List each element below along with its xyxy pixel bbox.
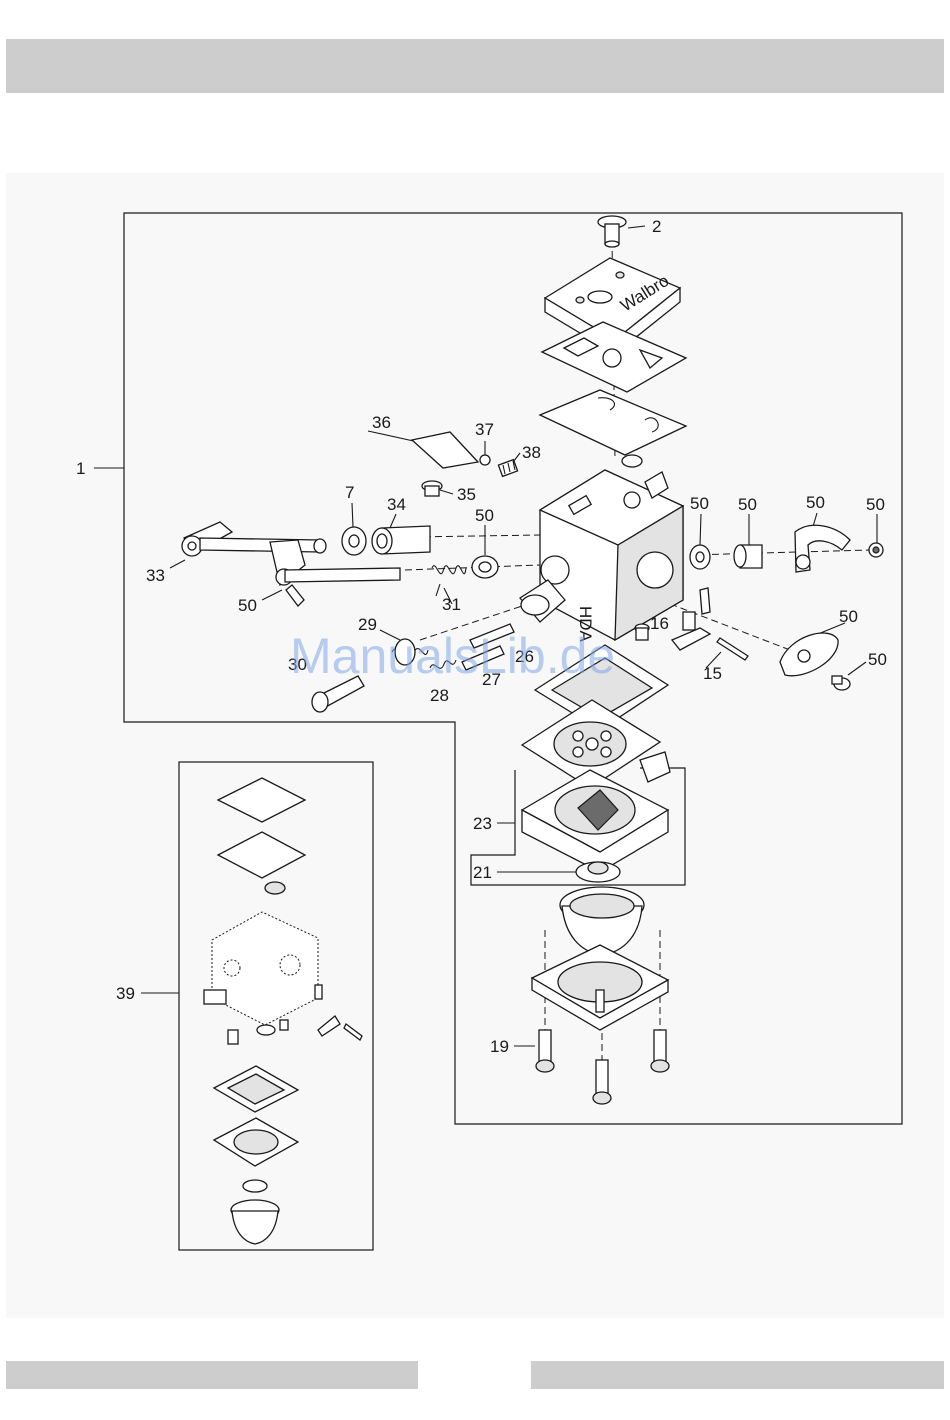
part-38-spring bbox=[498, 460, 517, 477]
callout-35: 35 bbox=[457, 485, 476, 504]
part-34-bushing bbox=[372, 526, 430, 554]
callout-50-h: 50 bbox=[868, 650, 887, 669]
callout-50-a: 50 bbox=[475, 506, 494, 525]
part-50-washer bbox=[472, 556, 498, 578]
primer-base-plate bbox=[532, 945, 668, 1030]
callout-50-f: 50 bbox=[238, 596, 257, 615]
part-7-washer bbox=[342, 527, 366, 555]
callout-15: 15 bbox=[703, 664, 722, 683]
part-50-nut bbox=[869, 543, 883, 557]
callout-19: 19 bbox=[490, 1037, 509, 1056]
part-50-right-washer bbox=[690, 545, 710, 569]
callout-23: 23 bbox=[473, 814, 492, 833]
callout-36: 36 bbox=[372, 413, 391, 432]
callout-50-d: 50 bbox=[806, 493, 825, 512]
pump-gaskets bbox=[540, 322, 686, 467]
part-2-cover-screw bbox=[598, 216, 626, 247]
part-35-screw bbox=[422, 481, 442, 496]
callout-39: 39 bbox=[116, 984, 135, 1003]
part-21-valve bbox=[576, 862, 620, 882]
callout-37: 37 bbox=[475, 420, 494, 439]
part-19-screws bbox=[536, 1030, 669, 1104]
callout-28: 28 bbox=[430, 686, 449, 705]
callout-50-b: 50 bbox=[690, 494, 709, 513]
part-50-cam-disc bbox=[780, 633, 838, 676]
callout-16: 16 bbox=[650, 614, 669, 633]
part-31-spring bbox=[432, 566, 466, 596]
part-50-small-screw bbox=[832, 676, 850, 690]
callout-31: 31 bbox=[442, 595, 461, 614]
callout-38: 38 bbox=[522, 443, 541, 462]
part-36-plate bbox=[412, 432, 478, 468]
callout-33: 33 bbox=[146, 566, 165, 585]
callout-34: 34 bbox=[387, 495, 406, 514]
part-50-right-bushing bbox=[734, 545, 762, 568]
callout-1: 1 bbox=[76, 459, 85, 478]
callout-50-e: 50 bbox=[866, 495, 885, 514]
callout-50-g: 50 bbox=[839, 607, 858, 626]
repair-kit-39-parts bbox=[204, 778, 362, 1244]
primer-bulb bbox=[560, 887, 644, 955]
part-37-ball bbox=[480, 455, 490, 465]
callout-21: 21 bbox=[473, 863, 492, 882]
callout-2: 2 bbox=[652, 217, 661, 236]
watermark: ManualsLib.de bbox=[290, 628, 615, 684]
callout-50-c: 50 bbox=[738, 495, 757, 514]
callout-7: 7 bbox=[345, 483, 354, 502]
part-33-throttle-shaft bbox=[182, 522, 326, 556]
part-50-lever bbox=[795, 525, 850, 572]
part-15-pin bbox=[717, 638, 748, 660]
part-16-screw bbox=[635, 624, 649, 640]
